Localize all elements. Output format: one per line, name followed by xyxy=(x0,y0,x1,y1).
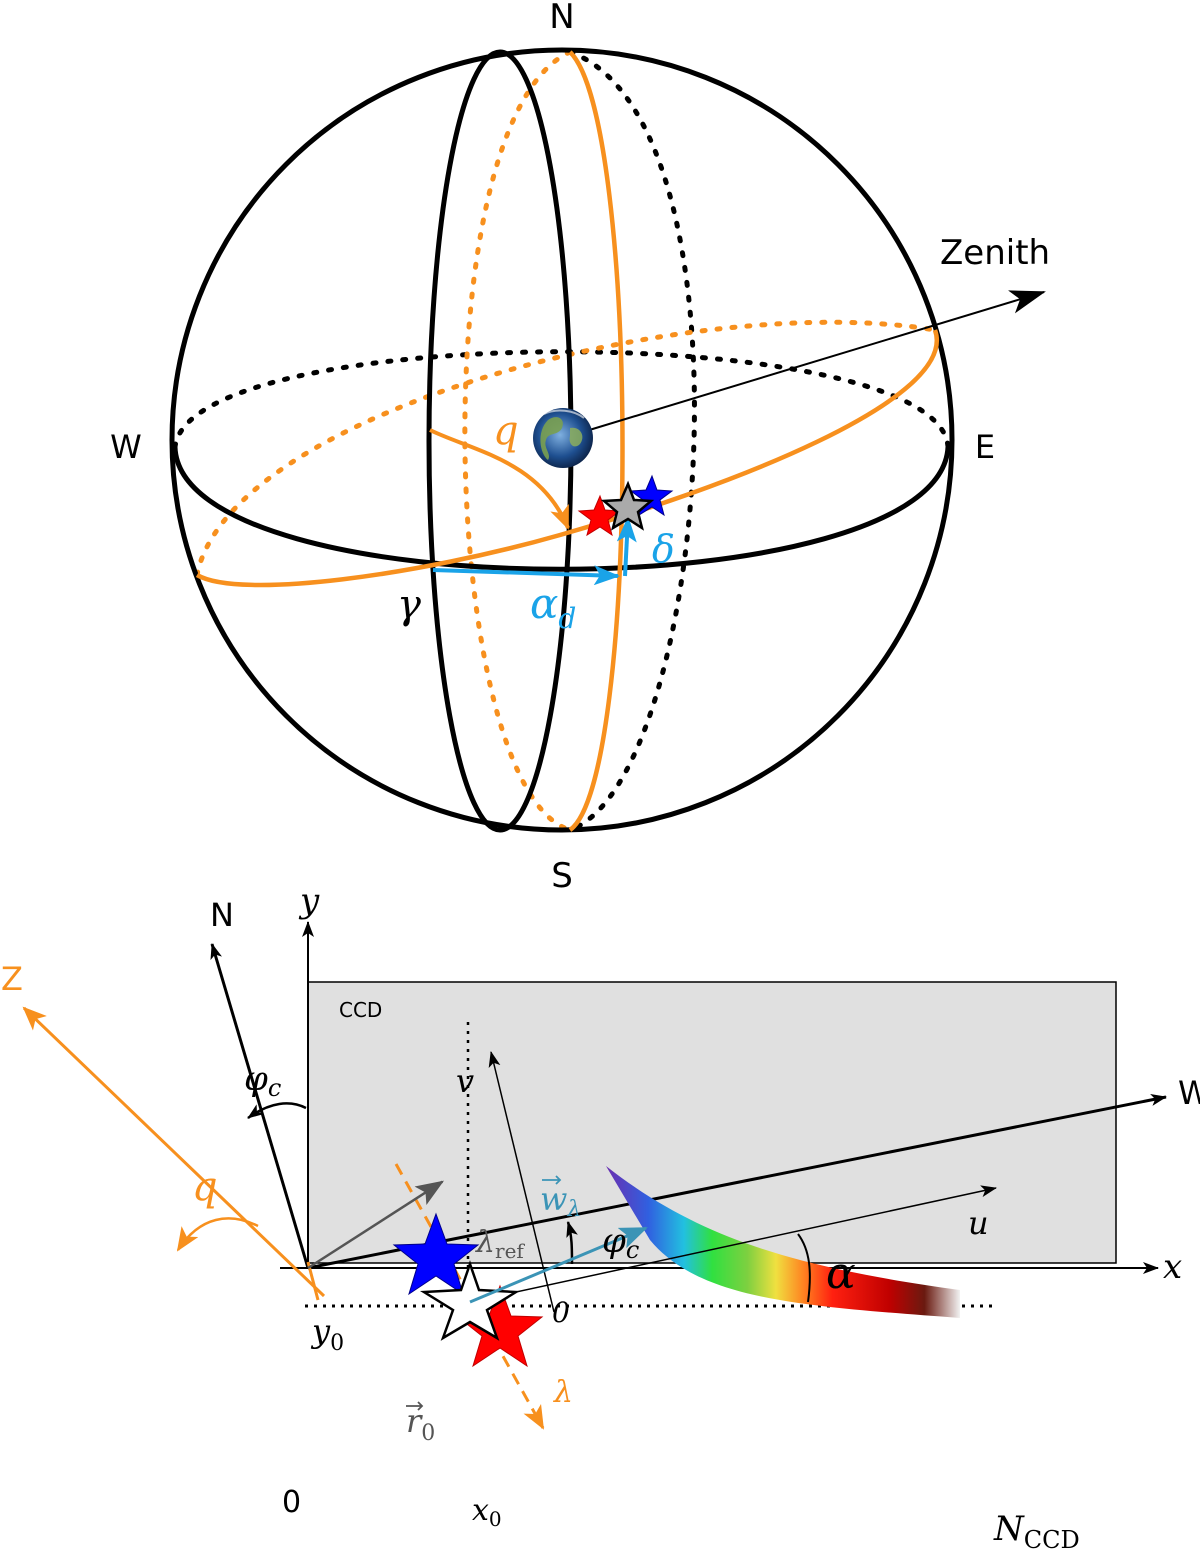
r0-arrow xyxy=(307,1180,445,1270)
q-arc xyxy=(176,1217,259,1252)
phi-arc-top xyxy=(247,1102,307,1120)
alpha-d-label-main: α xyxy=(530,579,558,628)
north-label-ccd: N xyxy=(210,896,234,934)
zenith-label: Zenith xyxy=(940,233,1050,273)
q-arrow-top xyxy=(429,428,570,530)
spectrum-band xyxy=(606,1166,960,1318)
ccd-frame xyxy=(307,981,1117,1264)
west-label-top: W xyxy=(110,428,142,466)
r0-label: r0 xyxy=(406,1402,435,1446)
alpha-label: α xyxy=(826,1248,856,1299)
x-axis-label: x xyxy=(1163,1247,1182,1287)
v-axis-label: v xyxy=(456,1062,474,1100)
alpha-arc xyxy=(797,1233,811,1303)
zenith-axis xyxy=(22,1006,326,1298)
y0-label: y0 xyxy=(310,1312,344,1356)
r0-sub: 0 xyxy=(421,1421,435,1446)
r0-vector-mark xyxy=(406,1401,424,1411)
phi-label-top-sub: c xyxy=(268,1074,281,1102)
origin-uv-label: 0 xyxy=(552,1296,570,1329)
ecliptic-back xyxy=(194,319,938,578)
star-blue-ccd xyxy=(392,1212,480,1296)
zenith-arrow xyxy=(562,290,1046,439)
w-lambda-label: wλ xyxy=(540,1180,581,1222)
phi-label-bottom-sub: c xyxy=(626,1236,639,1264)
phi-label-top-main: φ xyxy=(244,1059,268,1099)
x0-label: x0 xyxy=(472,1493,502,1531)
ecliptic-front xyxy=(195,329,940,588)
lambda-ref-label: λref xyxy=(475,1225,525,1263)
star-blue-top xyxy=(629,474,674,517)
nccd-label: NCCD xyxy=(993,1509,1080,1550)
north-label-top: N xyxy=(549,0,574,37)
sphere-outline xyxy=(169,47,955,833)
hour-circle-front xyxy=(568,50,625,832)
lambda-ref-main: λ xyxy=(475,1225,495,1260)
alpha-d-arrow xyxy=(432,565,620,586)
south-label-top: S xyxy=(551,856,573,896)
ccd-label: CCD xyxy=(339,998,382,1022)
u-axis-label: u xyxy=(968,1204,989,1242)
delta-label: δ xyxy=(652,527,675,571)
west-label-ccd: W xyxy=(1178,1074,1200,1112)
w-lambda-arrow xyxy=(469,1226,648,1304)
y0-sub: 0 xyxy=(330,1331,344,1356)
west-axis xyxy=(307,1094,1167,1270)
q-label-ccd: q xyxy=(192,1164,218,1210)
y0-main: y xyxy=(310,1312,331,1350)
gamma-label: γ xyxy=(397,582,421,628)
w-lambda-main: w xyxy=(540,1180,567,1218)
u-axis xyxy=(469,1185,997,1303)
w-vector-mark xyxy=(542,1175,562,1185)
alpha-d-label-sub: d xyxy=(558,602,576,635)
q-label-top: q xyxy=(493,408,519,454)
meridian-back xyxy=(567,49,697,833)
v-axis xyxy=(488,1051,555,1313)
earth-icon xyxy=(533,408,593,468)
r0-main: r xyxy=(406,1402,423,1440)
y-axis-label: y xyxy=(298,881,320,921)
nccd-main: N xyxy=(993,1509,1025,1549)
phi-label-top: φc xyxy=(244,1059,281,1102)
w-lambda-sub: λ xyxy=(566,1197,581,1222)
ccd-diagram: CCD xyxy=(1,881,1200,1550)
origin-label: 0 xyxy=(282,1485,301,1520)
zenith-label-ccd: Z xyxy=(1,960,23,998)
phi-label-bottom: φc xyxy=(602,1221,639,1264)
phi-label-bottom-main: φ xyxy=(602,1221,626,1261)
star-gray-top xyxy=(600,480,655,531)
delta-arrow xyxy=(616,516,637,577)
alpha-d-label: αd xyxy=(530,579,576,635)
east-label-top: E xyxy=(975,428,995,466)
lambda-label: λ xyxy=(553,1375,573,1410)
lambda-ref-sub: ref xyxy=(495,1239,525,1263)
celestial-sphere: N S W E Zenith q γ αd δ xyxy=(110,0,1050,896)
x0-main: x xyxy=(472,1493,489,1528)
x0-sub: 0 xyxy=(489,1507,502,1531)
nccd-sub: CCD xyxy=(1024,1526,1080,1550)
equator-front xyxy=(172,446,951,572)
